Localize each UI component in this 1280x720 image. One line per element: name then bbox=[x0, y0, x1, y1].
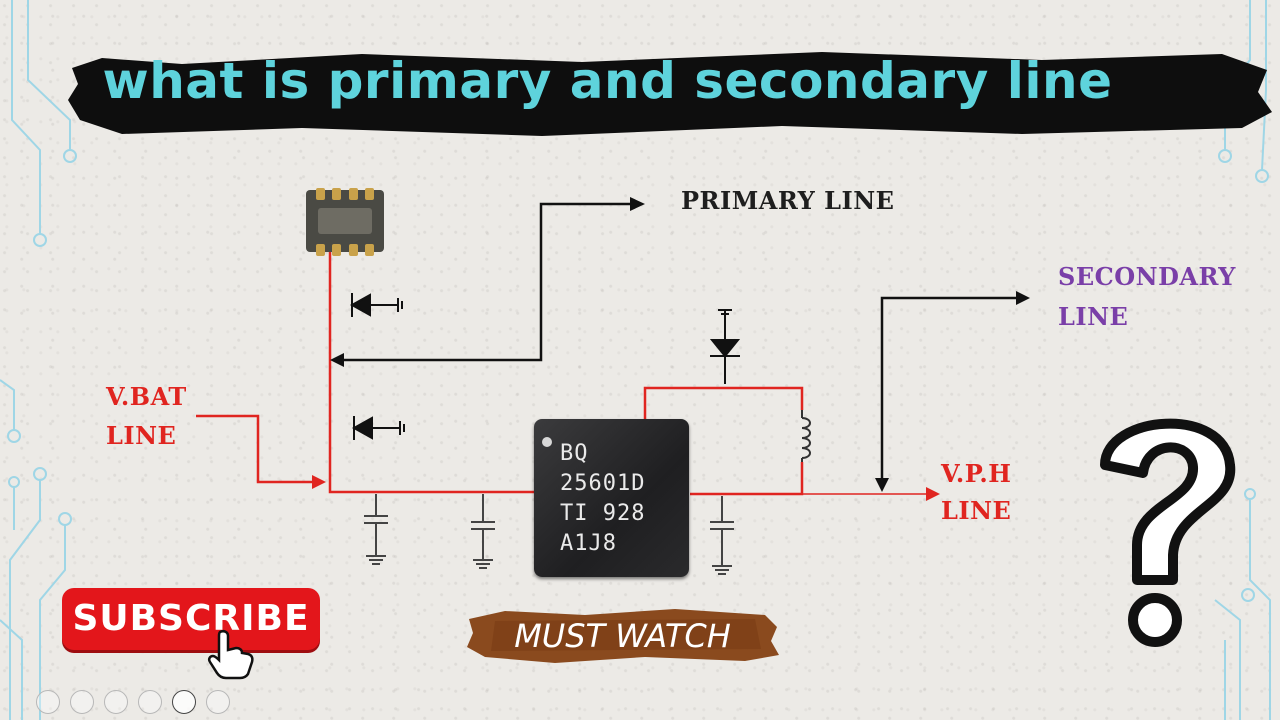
capacitor-icon bbox=[364, 494, 388, 565]
primary-line-label: PRIMARY LINE bbox=[681, 186, 895, 215]
pcb-decoration-right bbox=[1214, 0, 1271, 720]
must-watch-label: MUST WATCH bbox=[514, 617, 731, 655]
more-icon[interactable] bbox=[206, 690, 230, 714]
subscribe-label: SUBSCRIBE bbox=[72, 598, 310, 639]
pin1-dot bbox=[542, 437, 552, 447]
vph-arrow bbox=[926, 487, 940, 501]
secondary-line-label-2: LINE bbox=[1058, 302, 1129, 331]
red-traces bbox=[196, 250, 935, 496]
title-banner bbox=[62, 40, 1277, 140]
diode-icon bbox=[709, 309, 741, 384]
must-watch-badge: MUST WATCH bbox=[465, 605, 780, 665]
subscribe-button[interactable]: SUBSCRIBE bbox=[62, 588, 320, 650]
camera-icon[interactable] bbox=[172, 690, 196, 714]
skip-icon[interactable] bbox=[70, 690, 94, 714]
search-icon[interactable] bbox=[138, 690, 162, 714]
vbat-arrow bbox=[312, 475, 326, 489]
diode-icon bbox=[351, 416, 405, 440]
hand-pointer-icon bbox=[207, 629, 254, 680]
copy-icon[interactable] bbox=[104, 690, 128, 714]
vph-line-label-2: LINE bbox=[941, 496, 1012, 525]
chip-text-line: BQ bbox=[560, 441, 589, 466]
vph-line-label: V.P.H bbox=[941, 459, 1012, 488]
question-mark-icon bbox=[1100, 418, 1236, 647]
player-controls bbox=[36, 690, 230, 714]
inductor-icon bbox=[801, 410, 811, 462]
chip-text-line: A1J8 bbox=[560, 531, 617, 556]
page-title: what is primary and secondary line bbox=[102, 52, 1113, 110]
chip-text-line: 25601D bbox=[560, 471, 646, 496]
charging-ic-chip: BQ 25601D TI 928 A1J8 bbox=[534, 419, 689, 577]
chip-text-line: TI 928 bbox=[560, 501, 646, 526]
battery-connector bbox=[306, 188, 384, 256]
vbat-line-label-2: LINE bbox=[106, 421, 177, 450]
play-icon[interactable] bbox=[36, 690, 60, 714]
capacitor-icon bbox=[471, 494, 495, 569]
vbat-line-label: V.BAT bbox=[106, 382, 187, 411]
pcb-decoration-left bbox=[0, 0, 77, 720]
capacitor-icon bbox=[710, 496, 734, 575]
diode-icon bbox=[349, 293, 403, 317]
primary-arrow bbox=[340, 202, 633, 362]
secondary-arrow bbox=[880, 296, 1018, 480]
secondary-line-label: SECONDARY bbox=[1058, 262, 1236, 291]
